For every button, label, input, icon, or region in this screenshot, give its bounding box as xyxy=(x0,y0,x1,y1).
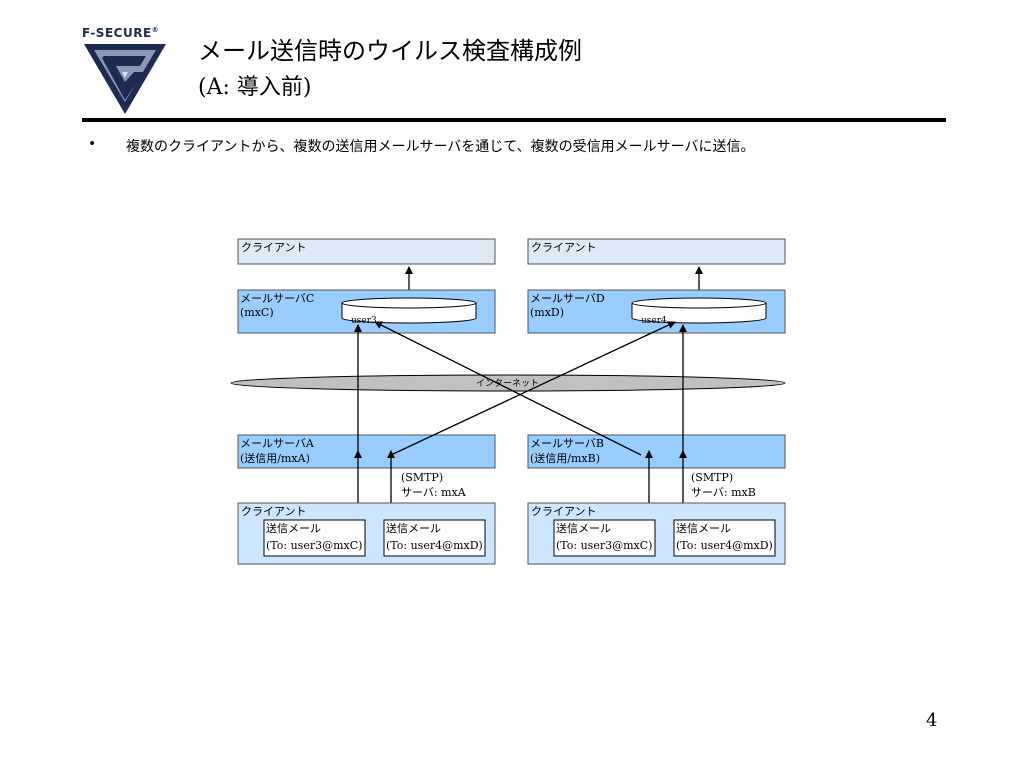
client-box-top-right xyxy=(527,238,786,265)
mailbox-user4-label: user4 xyxy=(641,316,667,326)
logo-shield-icon xyxy=(84,44,166,114)
client-top-left-label: クライアント xyxy=(241,241,307,254)
logo-text: F-SECURE® xyxy=(82,26,160,40)
bullet-text: 複数のクライアントから、複数の送信用メールサーバを通じて、複数の受信用メールサー… xyxy=(126,139,755,155)
server-box-a xyxy=(237,434,496,469)
client-bottom-right-label: クライアント xyxy=(531,505,597,518)
mailbox-cylinder-user4 xyxy=(631,297,767,324)
server-c-label: メールサーバC xyxy=(240,292,314,305)
mail-left-1-title: 送信メール xyxy=(266,521,321,535)
mail-left-2-to: (To: user4@mxD) xyxy=(386,539,483,552)
server-a-label: メールサーバA xyxy=(240,437,315,450)
arrow-mxa-to-mxd xyxy=(390,321,676,456)
mail-box-left-2 xyxy=(383,519,486,557)
mail-left-2-title: 送信メール xyxy=(386,521,441,535)
mail-right-1-to: (To: user3@mxC) xyxy=(556,539,652,552)
internet-ellipse xyxy=(230,374,786,392)
server-a-host: (送信用/mxA) xyxy=(240,451,310,465)
server-d-host: (mxD) xyxy=(530,306,564,319)
mail-right-2-title: 送信メール xyxy=(676,521,731,535)
server-c-host: (mxC) xyxy=(240,306,274,319)
title-divider xyxy=(82,118,946,122)
smtp-b-server: サーバ: mxB xyxy=(691,486,756,499)
server-b-host: (送信用/mxB) xyxy=(530,451,600,465)
page-subtitle: (A: 導入前) xyxy=(198,75,312,100)
mail-box-right-2 xyxy=(673,519,776,557)
client-box-top-left xyxy=(237,238,496,265)
arrow-mxb-to-mxc xyxy=(374,321,642,456)
client-top-right-label: クライアント xyxy=(531,241,597,254)
mailbox-cylinder-user3 xyxy=(341,297,477,324)
mail-right-1-title: 送信メール xyxy=(556,521,611,535)
server-d-label: メールサーバD xyxy=(530,292,605,305)
mail-right-2-to: (To: user4@mxD) xyxy=(676,539,773,552)
mail-left-1-to: (To: user3@mxC) xyxy=(266,539,362,552)
mail-box-left-1 xyxy=(263,519,366,557)
client-bottom-left-label: クライアント xyxy=(241,505,307,518)
page-title: メール送信時のウイルス検査構成例 xyxy=(198,37,582,65)
smtp-b-protocol: (SMTP) xyxy=(691,471,733,484)
smtp-a-protocol: (SMTP) xyxy=(401,471,443,484)
f-secure-logo: F-SECURE® xyxy=(82,26,172,116)
server-box-b xyxy=(527,434,786,469)
smtp-a-server: サーバ: mxA xyxy=(401,486,467,499)
bullet-marker: • xyxy=(88,136,97,152)
internet-label: インターネット xyxy=(476,378,539,389)
server-b-label: メールサーバB xyxy=(530,437,604,450)
page-number: 4 xyxy=(926,710,938,731)
mail-box-right-1 xyxy=(553,519,656,557)
mailbox-user3-label: user3 xyxy=(351,316,377,326)
